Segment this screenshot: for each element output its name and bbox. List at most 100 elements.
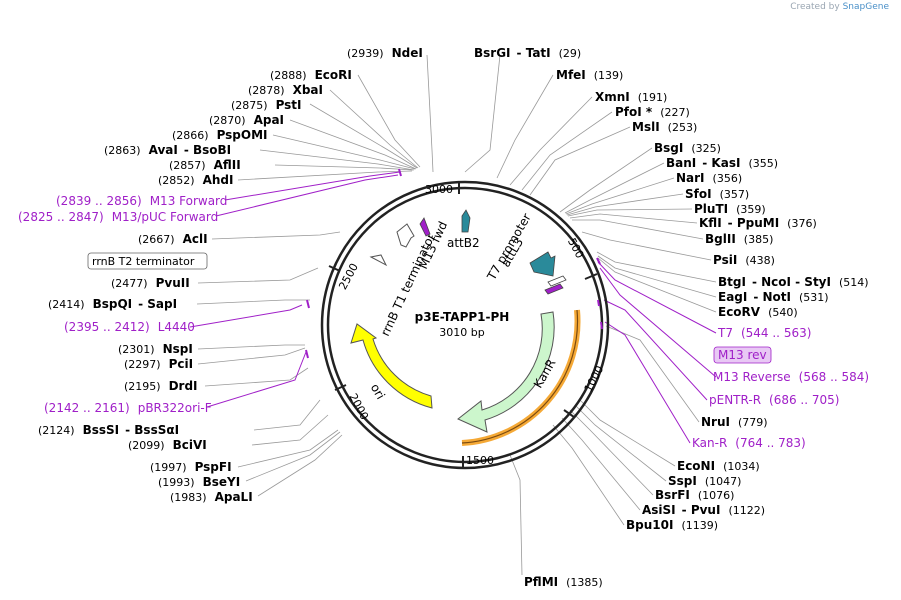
leader-nspi xyxy=(197,344,305,350)
right-primer-labels: T7(544 .. 563) M13 Reverse(568 .. 584) p… xyxy=(692,326,869,450)
rrnb-t2-terminator-feature[interactable] xyxy=(369,254,388,267)
site-nspi[interactable]: (2301)NspI xyxy=(118,342,193,356)
leader-l4440 xyxy=(189,304,303,328)
site-avai[interactable]: (2863)AvaI- BsoBI xyxy=(104,143,231,157)
primer-m13-reverse[interactable]: M13 Reverse(568 .. 584) xyxy=(713,370,869,384)
t7-promoter-feature[interactable] xyxy=(547,275,567,287)
primer-kan-r[interactable]: Kan-R(764 .. 783) xyxy=(692,436,806,450)
leader-kan-r xyxy=(604,321,691,444)
ori-feature[interactable] xyxy=(350,323,433,409)
site-psii[interactable]: PsiI(438) xyxy=(713,253,775,267)
site-bsrfi[interactable]: BsrFI(1076) xyxy=(655,488,734,502)
leader-m13-forward xyxy=(224,171,401,201)
leader-psii xyxy=(581,231,712,261)
site-pfoi[interactable]: PfoI *(227) xyxy=(615,105,690,119)
rrnb-t1-terminator-feature[interactable] xyxy=(396,223,415,248)
leader-pvuii xyxy=(197,267,319,284)
site-aflii[interactable]: (2857)AflII xyxy=(169,158,241,172)
leader-ahdi xyxy=(237,170,413,181)
leader-bglii xyxy=(572,219,704,240)
leader-pfoi xyxy=(521,111,613,191)
tick-1000 xyxy=(563,409,575,418)
site-nari[interactable]: NarI(356) xyxy=(676,171,742,185)
site-pluti[interactable]: PluTI(359) xyxy=(694,202,766,216)
site-bpu10i[interactable]: Bpu10I(1139) xyxy=(626,518,718,532)
site-msli[interactable]: MslI(253) xyxy=(632,120,697,134)
tick-marks xyxy=(328,182,598,468)
leader-bsrfi xyxy=(569,409,654,496)
site-apali[interactable]: (1983)ApaLI xyxy=(170,490,253,504)
site-bsrgi[interactable]: BsrGI- TatI(29) xyxy=(474,46,581,60)
mark-t7 xyxy=(596,257,601,265)
plasmid-name: p3E-TAPP1-PH xyxy=(415,310,510,324)
primer-m13-puc-forward[interactable]: (2825 .. 2847)M13/pUC Forward xyxy=(18,210,218,224)
leader-xmni xyxy=(509,96,593,186)
site-pflmi[interactable]: PflMI(1385) xyxy=(524,575,603,589)
leader-ecori xyxy=(357,74,421,168)
site-pcii[interactable]: (2297)PciI xyxy=(124,357,193,371)
site-ecorv[interactable]: EcoRV(540) xyxy=(718,305,798,319)
backbone-outer xyxy=(320,180,610,470)
kanr-feature[interactable] xyxy=(457,311,555,433)
leader-bani xyxy=(564,162,665,214)
leader-apai xyxy=(289,119,417,170)
leader-sfoi xyxy=(566,193,684,216)
site-acli[interactable]: (2667)AclI xyxy=(138,232,208,246)
primer-pbr322ori-f[interactable]: (2142 .. 2161)pBR322ori-F xyxy=(44,401,212,415)
site-asisi[interactable]: AsiSI- PvuI(1122) xyxy=(642,503,765,517)
site-xbai[interactable]: (2878)XbaI xyxy=(248,83,323,97)
tick-label-1500: 1500 xyxy=(466,454,494,467)
site-ecori[interactable]: (2888)EcoRI xyxy=(270,68,352,82)
mark-pbr322ori-f xyxy=(305,349,309,359)
site-xmni[interactable]: XmnI(191) xyxy=(595,90,667,104)
attb2-feature[interactable] xyxy=(461,209,471,233)
m13-rev-feature[interactable] xyxy=(544,283,564,295)
site-nrui[interactable]: NruI(779) xyxy=(701,415,768,429)
tick-2500 xyxy=(328,265,341,272)
m13-fwd-feature[interactable] xyxy=(419,217,431,237)
site-bcivi[interactable]: (2099)BciVI xyxy=(128,438,207,452)
leader-bspqi xyxy=(196,299,310,305)
site-pvuii[interactable]: (2477)PvuII xyxy=(111,276,190,290)
leader-pspfi xyxy=(237,429,339,468)
site-pspfi[interactable]: (1997)PspFI xyxy=(150,460,232,474)
site-kfli[interactable]: KflI- PpuMI(376) xyxy=(699,216,817,230)
site-apai[interactable]: (2870)ApaI xyxy=(209,113,284,127)
site-drdi[interactable]: (2195)DrdI xyxy=(124,379,198,393)
leader-apali xyxy=(257,434,343,497)
m13-rev-tag[interactable]: M13 rev xyxy=(713,346,772,364)
site-ndei[interactable]: (2939)NdeI xyxy=(347,46,423,60)
primer-m13-forward[interactable]: (2839 .. 2856)M13 Forward xyxy=(56,194,227,208)
rrnb-t2-terminator-tag[interactable]: rrnB T2 terminator xyxy=(87,252,208,270)
credit-prefix: Created by xyxy=(790,2,840,12)
attl3-feature[interactable] xyxy=(529,251,556,277)
tick-label-3000: 3000 xyxy=(425,183,453,196)
site-mfei[interactable]: MfeI(139) xyxy=(556,68,623,82)
site-sfoi[interactable]: SfoI(357) xyxy=(685,187,749,201)
site-psti[interactable]: (2875)PstI xyxy=(231,98,302,112)
leader-ecorv xyxy=(597,257,717,313)
site-bsgi[interactable]: BsgI(325) xyxy=(654,141,721,155)
site-bseyi[interactable]: (1993)BseYI xyxy=(158,475,240,489)
leader-bseyi xyxy=(245,431,341,482)
site-bglii[interactable]: BglII(385) xyxy=(705,232,773,246)
primer-t7[interactable]: T7(544 .. 563) xyxy=(717,326,811,340)
plasmid-length: 3010 bp xyxy=(439,326,484,339)
primer-l4440[interactable]: (2395 .. 2412)L4440 xyxy=(64,320,195,334)
site-bani[interactable]: BanI- KasI(355) xyxy=(666,156,778,170)
site-pspomi[interactable]: (2866)PspOMI xyxy=(172,128,268,142)
primer-pentr-r[interactable]: pENTR-R(686 .. 705) xyxy=(709,393,839,407)
site-sspi[interactable]: SspI(1047) xyxy=(668,474,741,488)
leader-pflmi xyxy=(509,454,523,576)
site-eagi[interactable]: EagI- NotI(531) xyxy=(718,290,829,304)
site-bsssi[interactable]: (2124)BssSI- BssSαI xyxy=(38,423,179,437)
site-bspqi[interactable]: (2414)BspQI- SapI xyxy=(48,297,177,311)
leader-bsssi xyxy=(253,399,321,431)
site-econi[interactable]: EcoNI(1034) xyxy=(677,459,760,473)
leader-psti xyxy=(309,103,418,169)
leader-bcivi xyxy=(251,414,329,446)
site-btgi[interactable]: BtgI- NcoI - StyI(514) xyxy=(718,275,869,289)
site-ahdi[interactable]: (2852)AhdI xyxy=(158,173,233,187)
mark-l4440 xyxy=(306,299,310,309)
